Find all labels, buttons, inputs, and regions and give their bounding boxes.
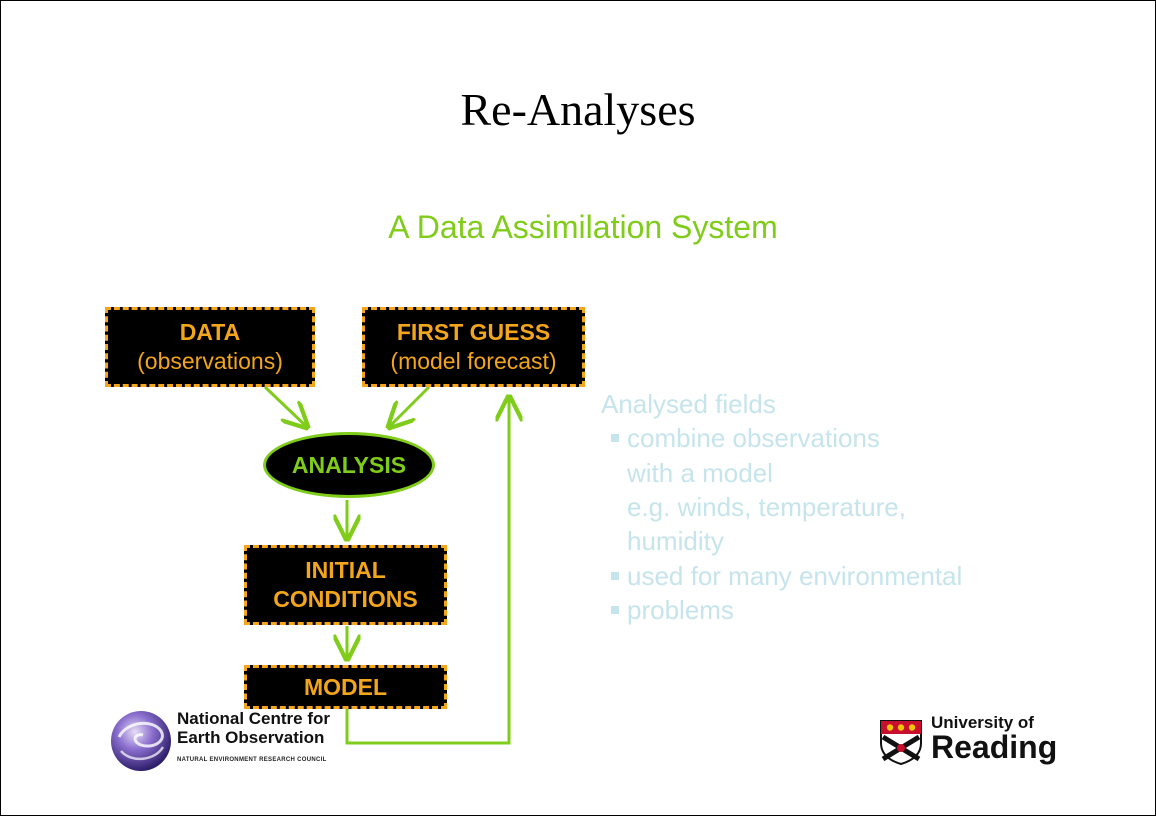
arrow-data-to-analysis xyxy=(263,385,307,427)
bullet-square-icon xyxy=(611,605,619,614)
ncco-name: National Centre for Earth Observation xyxy=(177,709,330,747)
reading-name-line1: University of xyxy=(931,713,1034,732)
bullet-text: used for many environmental xyxy=(627,560,963,591)
description-list: Analysed fields combine observations wit… xyxy=(601,387,1071,627)
initial-conditions-line1: INITIAL xyxy=(305,557,386,584)
first-guess-box: FIRST GUESS (model forecast) xyxy=(362,307,585,387)
ncco-name-line2: Earth Observation xyxy=(177,728,325,747)
data-box-title: DATA xyxy=(179,319,241,346)
ncco-logo: National Centre for Earth Observation NA… xyxy=(109,707,379,777)
ncco-subtitle: NATURAL ENVIRONMENT RESEARCH COUNCIL xyxy=(177,757,327,763)
bullet-item: problems xyxy=(601,593,1071,627)
reading-logo: University of Reading xyxy=(879,713,1069,777)
bullet-text: problems xyxy=(627,594,734,625)
first-guess-subtitle: (model forecast) xyxy=(390,348,557,374)
bullet-square-icon xyxy=(611,434,619,443)
data-box-subtitle: (observations) xyxy=(137,348,283,374)
bullet-continuation: e.g. winds, temperature, xyxy=(627,491,906,522)
model-box: MODEL xyxy=(244,665,447,709)
bullet-item: combine observations xyxy=(601,421,1071,455)
ncco-name-line1: National Centre for xyxy=(177,709,331,728)
first-guess-title: FIRST GUESS xyxy=(396,319,551,346)
bullet-continuation: humidity xyxy=(627,526,724,557)
bullet-item: used for many environmental xyxy=(601,559,1071,593)
arrow-model-to-firstguess xyxy=(345,397,509,745)
description-heading: Analysed fields xyxy=(601,389,776,419)
reading-name-line2: Reading xyxy=(931,729,1058,765)
bullet-text: combine observations xyxy=(627,423,880,454)
bullet-square-icon xyxy=(611,571,619,580)
slide-title: Re-Analyses xyxy=(460,84,696,135)
analysis-ellipse: ANALYSIS xyxy=(263,432,435,498)
slide-subtitle: A Data Assimilation System xyxy=(388,209,778,245)
bullet-continuation: with a model xyxy=(627,457,773,488)
initial-conditions-box: INITIAL CONDITIONS xyxy=(244,545,447,625)
initial-conditions-line2: CONDITIONS xyxy=(273,586,418,612)
ncco-swirl-icon xyxy=(111,711,171,771)
reading-crest-icon xyxy=(880,720,922,765)
data-box: DATA (observations) xyxy=(105,307,315,387)
arrow-firstguess-to-analysis xyxy=(389,385,431,427)
